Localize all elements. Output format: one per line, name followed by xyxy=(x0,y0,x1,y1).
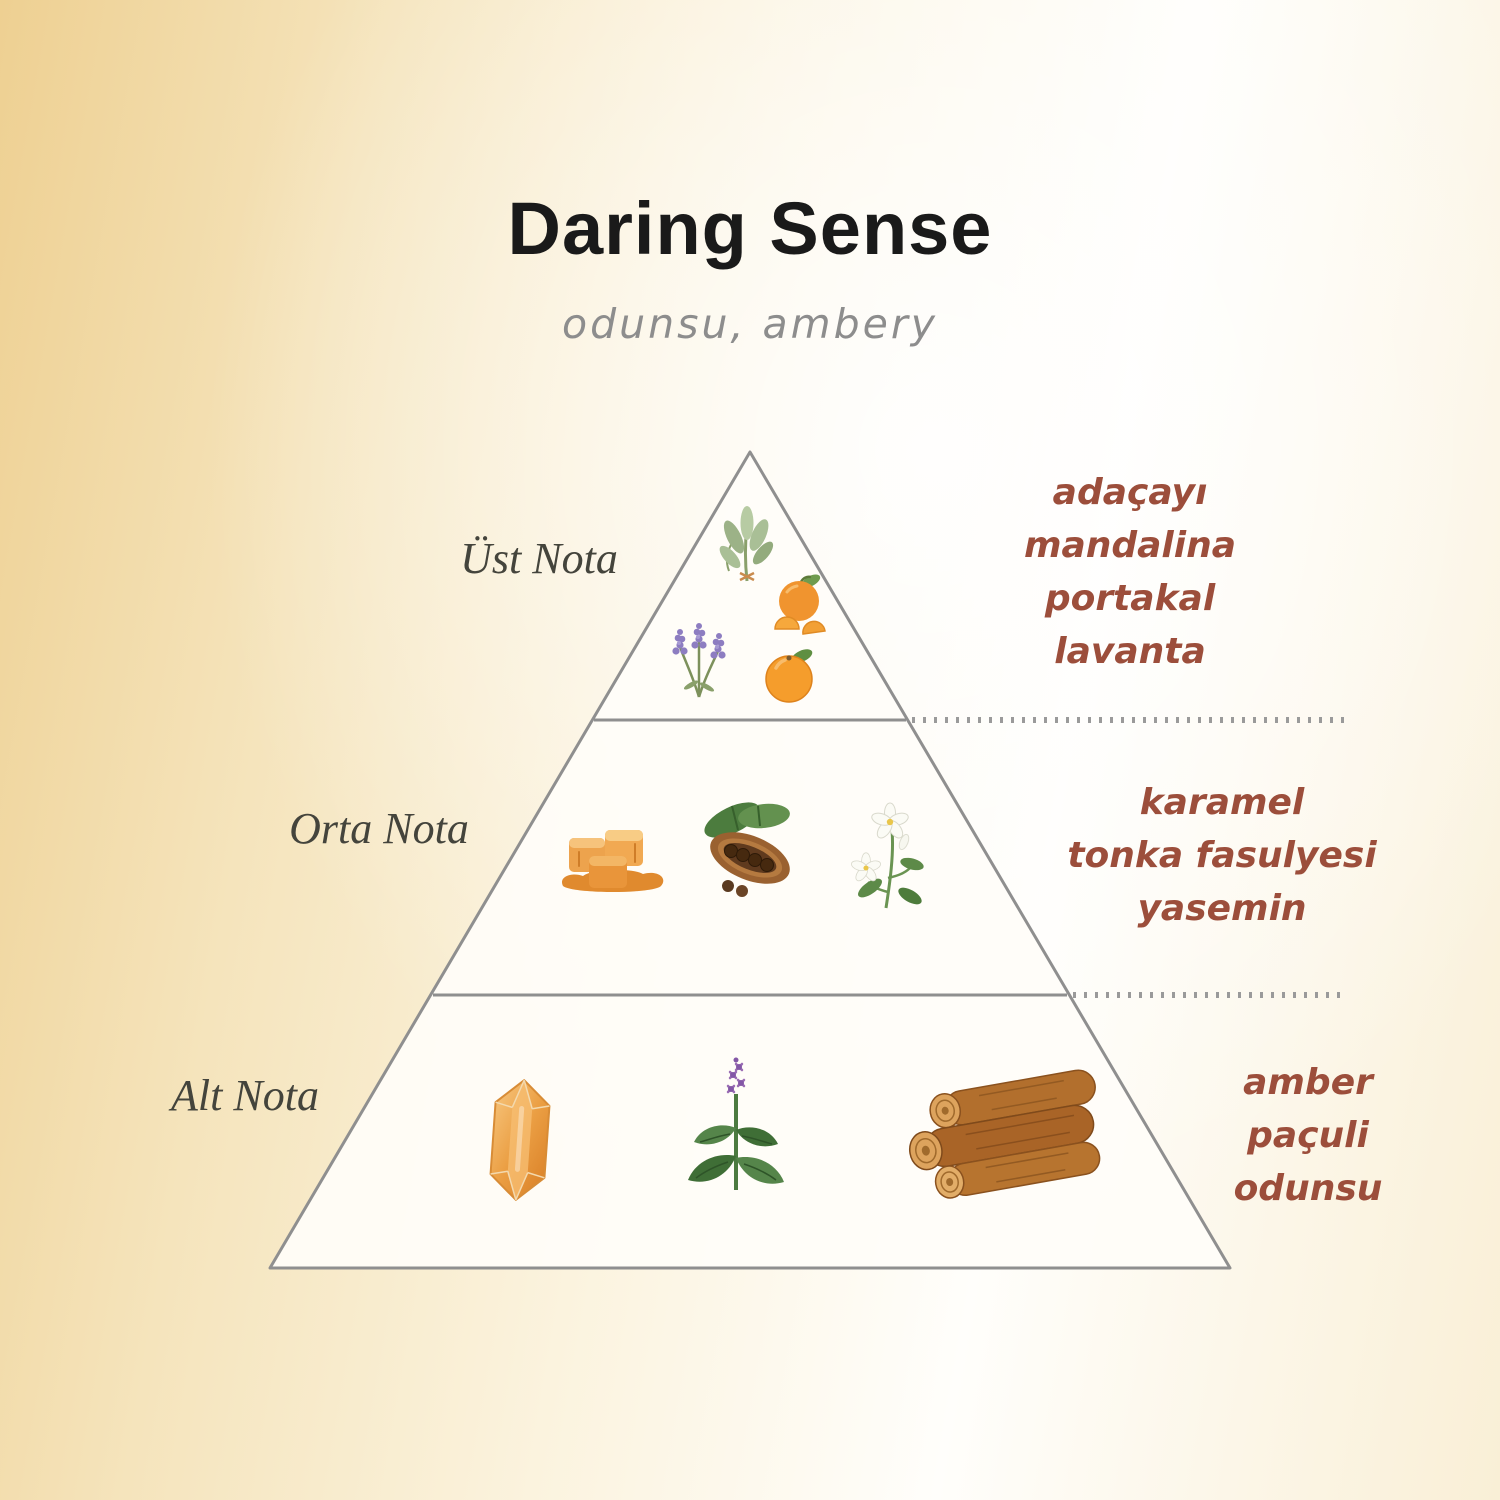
orange-icon xyxy=(765,649,813,703)
note-line: amber xyxy=(1243,1062,1373,1103)
tier-label-bottom: Alt Nota xyxy=(171,1071,319,1120)
top-tier-notes: adaçayı mandalina portakal lavanta xyxy=(920,466,1340,678)
jasmine-flower xyxy=(871,802,909,839)
jasmine-icon xyxy=(851,802,924,909)
bottom-tier-notes: amber paçuli odunsu xyxy=(1098,1056,1500,1215)
lavender-icon xyxy=(672,623,726,698)
sage-icon xyxy=(719,506,774,582)
note-line: tonka fasulyesi xyxy=(1067,835,1377,876)
cocoa-pod-icon xyxy=(704,802,790,897)
note-line: mandalina xyxy=(1023,525,1237,566)
note-line: adaçayı xyxy=(1052,472,1208,513)
note-line: portakal xyxy=(1044,578,1216,619)
middle-tier-notes: karamel tonka fasulyesi yasemin xyxy=(1012,776,1432,935)
page-subtitle: odunsu, ambery xyxy=(562,300,938,348)
log-bottom xyxy=(934,1141,1101,1199)
jasmine-flower xyxy=(851,852,881,882)
note-line: odunsu xyxy=(1233,1168,1383,1209)
mandarin-icon xyxy=(774,574,826,635)
wood-logs-icon xyxy=(908,1069,1101,1199)
note-line: paçuli xyxy=(1247,1115,1369,1156)
patchouli-icon xyxy=(688,1057,784,1190)
log-top xyxy=(929,1069,1096,1129)
tier-label-middle: Orta Nota xyxy=(289,804,469,853)
page-title: Daring Sense xyxy=(507,187,993,270)
note-line: yasemin xyxy=(1137,888,1307,929)
tier-label-top: Üst Nota xyxy=(460,534,618,583)
log-middle xyxy=(908,1104,1095,1171)
note-line: lavanta xyxy=(1054,631,1206,672)
caramel-icon xyxy=(562,830,664,892)
note-line: karamel xyxy=(1139,782,1305,823)
amber-crystal-icon xyxy=(489,1079,551,1201)
